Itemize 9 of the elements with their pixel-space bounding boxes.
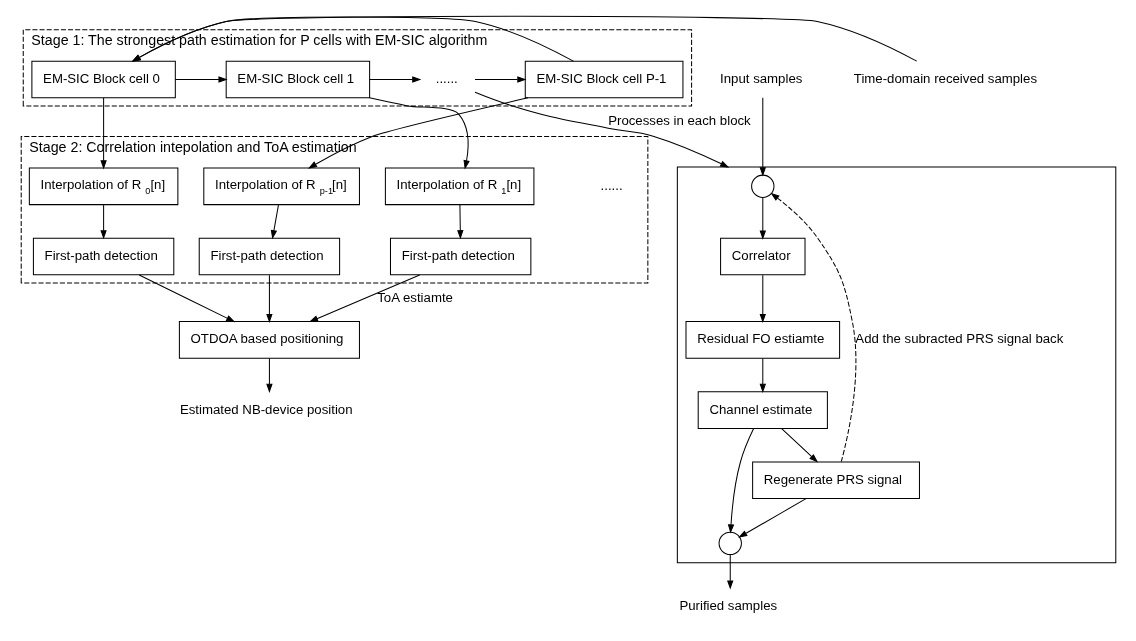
node-text: Input samples: [719, 70, 802, 86]
node-text: Purified samples: [678, 597, 777, 613]
node-text: Time-domain received samples: [853, 70, 1037, 86]
edge-label: Processes in each block: [607, 112, 751, 128]
edge-label: ToA estiamte: [376, 289, 453, 305]
edge-label: Add the subracted PRS signal back: [854, 331, 1063, 347]
node-text: Estimated NB-device position: [179, 401, 353, 417]
label: ......: [600, 177, 623, 193]
node-text: ......: [435, 70, 458, 86]
